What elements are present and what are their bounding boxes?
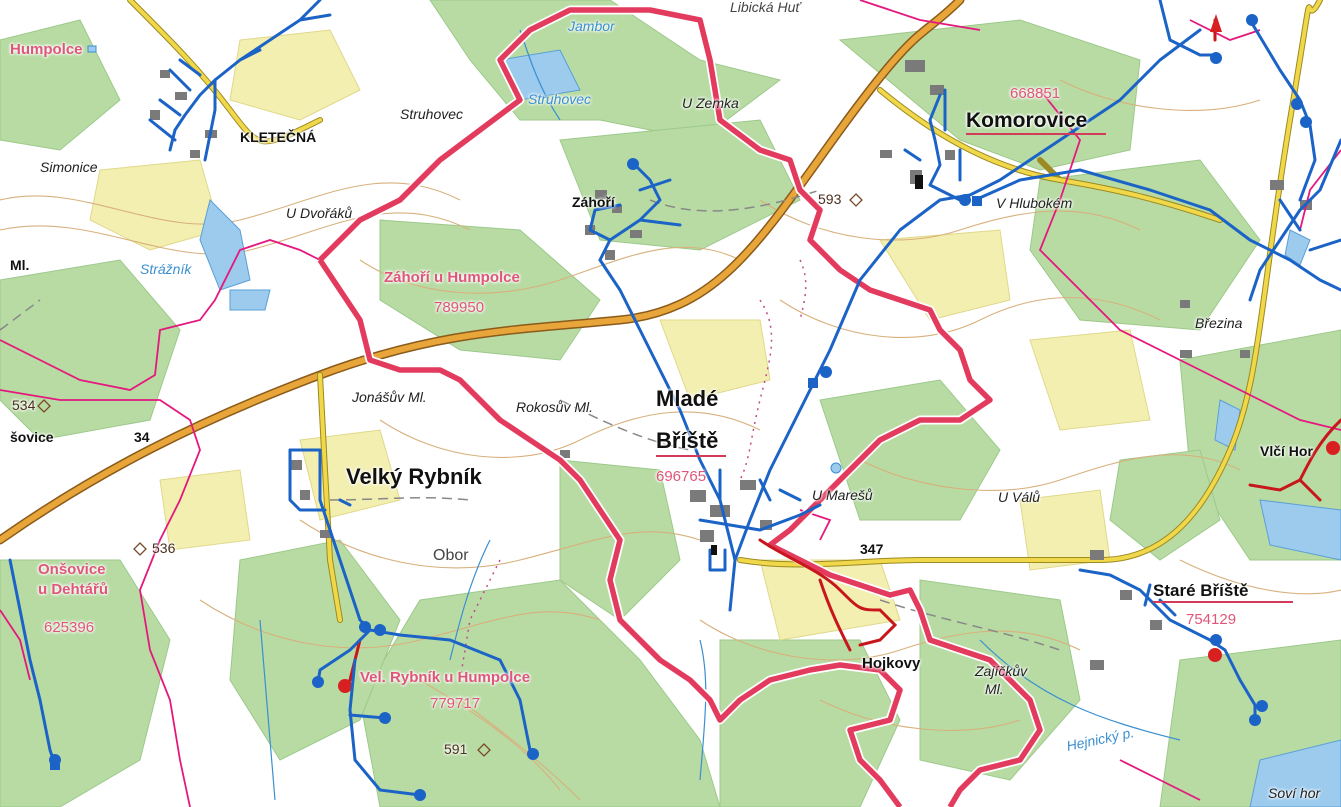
cadastral-code-zahori: 789950	[434, 299, 485, 316]
height-label-534: 534	[12, 397, 36, 413]
place-label-sovi-hor: Soví hor	[1268, 785, 1321, 801]
cadastral-label-onsovice-2: u Dehtářů	[38, 581, 109, 598]
cadastral-code-stare-briste: 754129	[1186, 611, 1237, 628]
town-label-stare-briste: Staré Bříště	[1153, 581, 1249, 600]
town-label-velky-rybnik: Velký Rybník	[346, 464, 482, 489]
place-label-v-hlubokem: V Hlubokém	[996, 195, 1073, 211]
place-label-jonasuv-ml: Jonášův Ml.	[352, 389, 427, 405]
cadastral-code-komorovice: 668851	[1010, 85, 1061, 102]
municipal-boundary	[316, 5, 1045, 807]
pond-markers	[87, 45, 842, 474]
road-number-34: 34	[134, 429, 150, 445]
footpaths	[459, 259, 807, 681]
place-label-u-valu: U Válů	[998, 489, 1041, 505]
water-nodes	[49, 14, 1312, 801]
place-label-zajickuv-ml: Ml.	[985, 681, 1004, 697]
height-markers	[37, 193, 863, 757]
place-label-u-dvoraku: U Dvořáků	[286, 205, 353, 221]
town-underline-stare-briste	[1153, 601, 1293, 603]
cadastral-label-zahori: Záhoří u Humpolce	[384, 269, 520, 286]
place-label-brezina: Březina	[1195, 315, 1243, 331]
water-label-straznik: Strážník	[140, 261, 192, 277]
minor-roads	[0, 189, 1061, 651]
town-label-mlade: Mladé	[656, 386, 719, 411]
cadastral-label-vel-rybnik: Vel. Rybník u Humpolce	[360, 669, 531, 686]
place-label-struhovec: Struhovec	[400, 106, 464, 122]
town-label-vlci-hory: Vlčí Hor	[1260, 443, 1313, 459]
place-label-zajickuv: Zajíčkův	[975, 663, 1028, 679]
place-label-sovice: šovice	[10, 429, 54, 445]
streams	[259, 29, 1181, 801]
place-label-libicka-hut: Libická Huť	[730, 0, 801, 15]
cadastral-label-onsovice: Onšovice	[38, 561, 106, 578]
place-label-ml-edge: Ml.	[10, 257, 30, 273]
town-label-kletecna: KLETEČNÁ	[240, 129, 317, 145]
sewer-nodes	[338, 14, 1340, 693]
place-label-obor: Obor	[433, 547, 469, 564]
cadastral-code-mlade-briste: 696765	[656, 468, 707, 485]
water-label-struhovec: Struhovec	[528, 91, 592, 107]
cadastral-code-onsovice: 625396	[44, 619, 95, 636]
height-label-536: 536	[152, 540, 176, 556]
town-label-zahori: Záhoří	[572, 194, 615, 210]
place-label-u-zemka: U Zemka	[682, 95, 739, 111]
height-label-593: 593	[818, 191, 842, 207]
water-bodies	[199, 49, 1341, 807]
place-label-simonice: Simonice	[40, 159, 98, 175]
water-label-jambor: Jambor	[568, 18, 615, 34]
town-label-hojkovy: Hojkovy	[862, 655, 921, 672]
town-underline-komorovice	[966, 133, 1106, 135]
church-icon	[711, 175, 923, 555]
place-label-u-maresu: U Marešů	[812, 487, 873, 503]
main-road-34	[0, 0, 965, 545]
road-number-347: 347	[860, 541, 884, 557]
height-label-591: 591	[444, 741, 468, 757]
town-label-komorovice: Komorovice	[966, 109, 1088, 132]
cadastral-code-vel-rybnik: 779717	[430, 695, 481, 712]
place-label-humpolce: Humpolce	[10, 41, 83, 58]
town-underline-mlade-briste	[656, 455, 726, 457]
place-label-rokosuv-ml: Rokosův Ml.	[516, 399, 594, 415]
town-label-briste: Bříště	[656, 428, 719, 453]
